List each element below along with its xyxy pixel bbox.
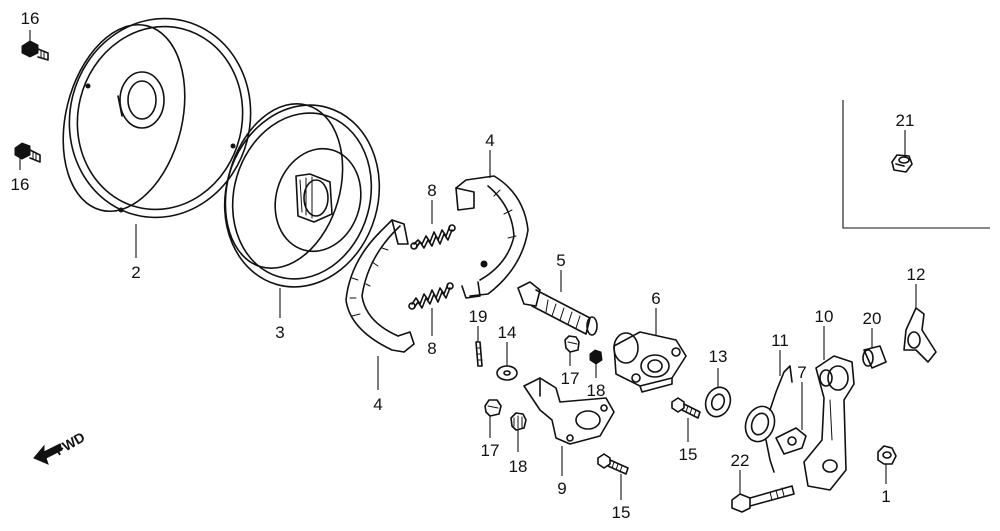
seal-icon	[704, 386, 732, 418]
callout-3: 3	[275, 323, 284, 342]
brake-drum-icon	[223, 102, 381, 288]
callout-21: 21	[896, 111, 915, 130]
spring-icon	[408, 282, 454, 310]
nut-icon	[484, 399, 502, 417]
bolt-icon	[14, 142, 41, 163]
callout-13: 13	[709, 347, 728, 366]
bolt-icon	[21, 40, 49, 61]
leader-lines	[19, 30, 917, 500]
washer-icon	[496, 365, 518, 381]
callout-8: 8	[427, 339, 436, 358]
nut-icon	[510, 412, 527, 431]
callout-8: 8	[427, 181, 436, 200]
nut-icon	[877, 445, 897, 465]
callout-14: 14	[498, 323, 517, 342]
callout-12: 12	[907, 265, 926, 284]
bolt-icon	[597, 453, 629, 475]
brake-shoe-icon	[345, 219, 415, 353]
cam-holder-icon	[613, 331, 687, 393]
spring-icon	[410, 224, 456, 250]
callout-1: 1	[881, 487, 890, 506]
callout-9: 9	[557, 479, 566, 498]
callouts: 16 16 2 3 4 4 8 8 5 6 19 14 17 18 17 18 …	[11, 9, 926, 522]
callout-18: 18	[509, 457, 528, 476]
bolt-icon	[671, 397, 701, 419]
callout-17: 17	[561, 369, 580, 388]
callout-4: 4	[485, 131, 494, 150]
fwd-arrow-icon: FWD	[33, 429, 88, 465]
joint-pin-icon	[862, 345, 887, 369]
callout-6: 6	[651, 289, 660, 308]
callout-18: 18	[587, 381, 606, 400]
brake-arm-icon	[803, 355, 855, 491]
nut-icon	[564, 335, 580, 353]
indicator-plate-icon	[775, 427, 807, 455]
callout-5: 5	[556, 251, 565, 270]
callout-10: 10	[815, 307, 834, 326]
callout-2: 2	[131, 263, 140, 282]
callout-19: 19	[469, 307, 488, 326]
callout-22: 22	[731, 451, 750, 470]
bracket-icon	[523, 377, 615, 445]
pin-icon	[475, 341, 483, 367]
callout-11: 11	[771, 331, 789, 350]
inset-frame	[842, 100, 990, 229]
callout-4: 4	[373, 395, 382, 414]
nut-icon	[589, 349, 603, 365]
wing-nut-icon	[903, 307, 937, 363]
grease-nipple-icon	[891, 154, 913, 173]
brake-panel-cover-icon	[62, 17, 252, 219]
callout-16: 16	[11, 175, 30, 194]
fwd-label: FWD	[52, 429, 88, 459]
bolt-icon	[731, 485, 795, 513]
callout-20: 20	[863, 309, 882, 328]
callout-17: 17	[481, 441, 500, 460]
brake-cam-icon	[517, 281, 598, 336]
callout-15: 15	[679, 445, 698, 464]
callout-16: 16	[21, 9, 40, 28]
brake-shoe-icon	[455, 175, 529, 299]
return-spring-icon	[744, 365, 793, 473]
callout-7: 7	[797, 363, 806, 382]
callout-15: 15	[612, 503, 631, 522]
